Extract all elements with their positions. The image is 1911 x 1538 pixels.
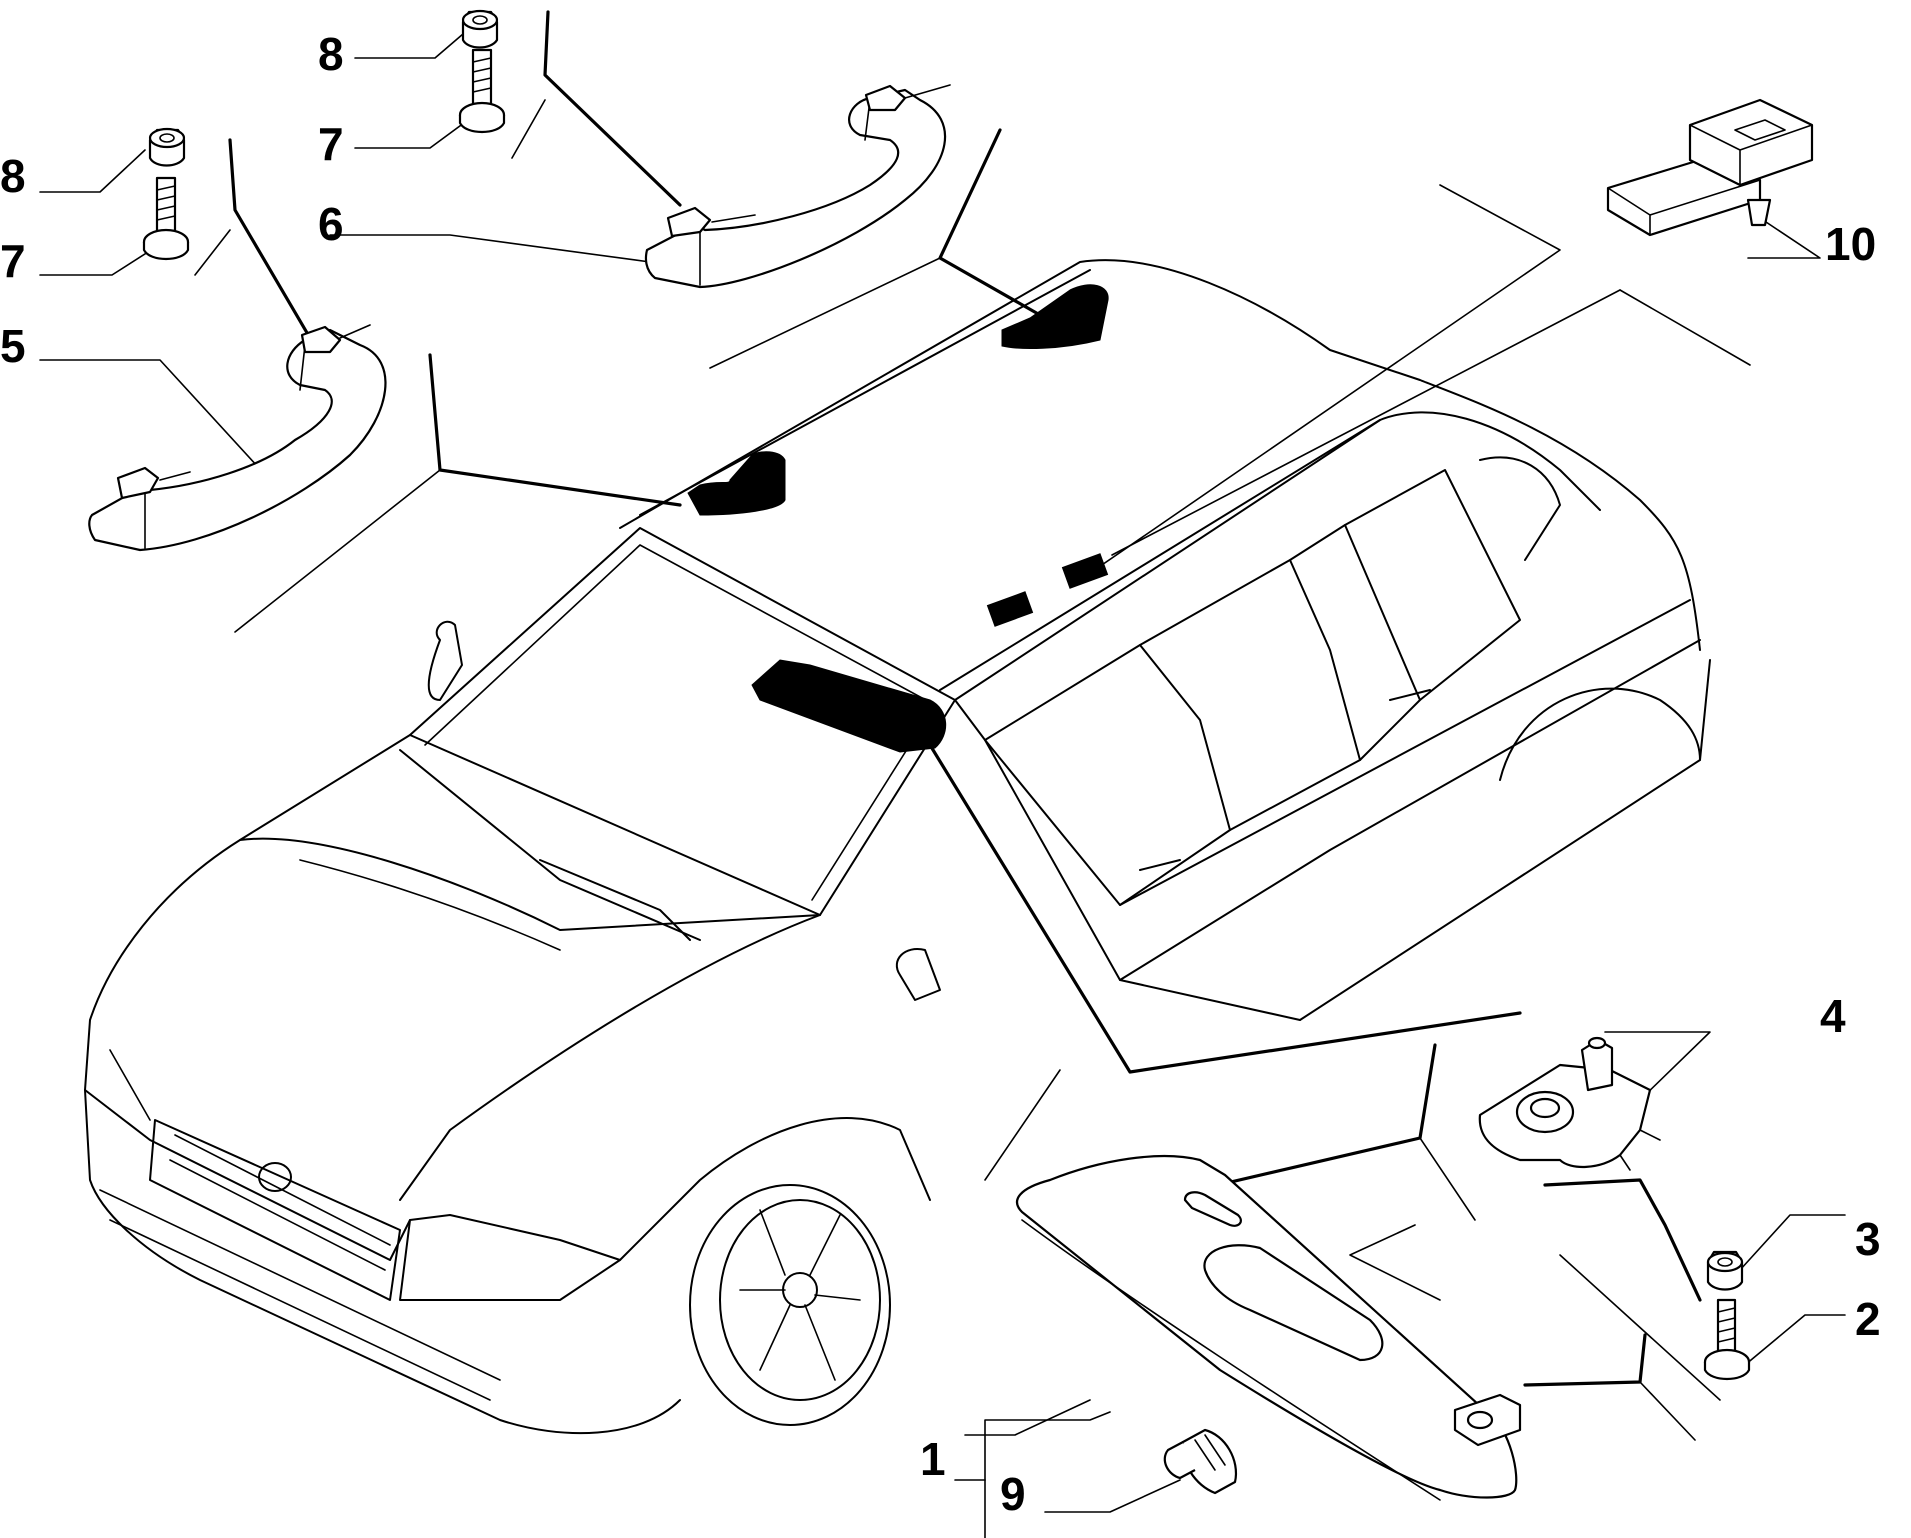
leader-lines bbox=[39, 10, 1846, 1538]
roof-clip-marks-icon bbox=[986, 553, 1109, 627]
callout-2: 2 bbox=[1855, 1293, 1881, 1345]
nut-8a-icon bbox=[148, 127, 186, 167]
callout-8b: 8 bbox=[318, 28, 344, 80]
bolt-2-icon bbox=[1703, 1298, 1751, 1381]
callout-4: 4 bbox=[1820, 990, 1846, 1042]
grab-handle-5-icon bbox=[88, 324, 387, 552]
callout-8a: 8 bbox=[0, 150, 26, 202]
sun-visor-1-icon bbox=[1016, 1155, 1522, 1501]
callout-7b: 7 bbox=[318, 118, 344, 170]
bolt-7b-icon bbox=[458, 48, 506, 134]
installed-handle-icon bbox=[687, 451, 786, 516]
nut-3-icon bbox=[1706, 1250, 1744, 1291]
visor-hinge-bracket-4-icon bbox=[1478, 1036, 1661, 1171]
car-body-icon bbox=[84, 259, 1711, 1435]
callout-6: 6 bbox=[318, 198, 344, 250]
callout-labels: 8 7 5 8 7 6 10 4 3 2 1 9 bbox=[0, 28, 1881, 1520]
installed-handle-rear-icon bbox=[1001, 284, 1109, 349]
nut-8b-icon bbox=[461, 9, 499, 49]
grab-handle-6-icon bbox=[644, 84, 951, 289]
callout-1: 1 bbox=[920, 1433, 946, 1485]
callout-9: 9 bbox=[1000, 1468, 1026, 1520]
callout-3: 3 bbox=[1855, 1213, 1881, 1265]
roof-clip-10-icon bbox=[1606, 98, 1814, 237]
bulb-9-icon bbox=[1163, 1428, 1238, 1495]
callout-10: 10 bbox=[1825, 218, 1876, 270]
installed-visor-icon bbox=[751, 659, 947, 753]
callout-7a: 7 bbox=[0, 235, 26, 287]
callout-5: 5 bbox=[0, 320, 26, 372]
bolt-7a-icon bbox=[142, 176, 190, 261]
